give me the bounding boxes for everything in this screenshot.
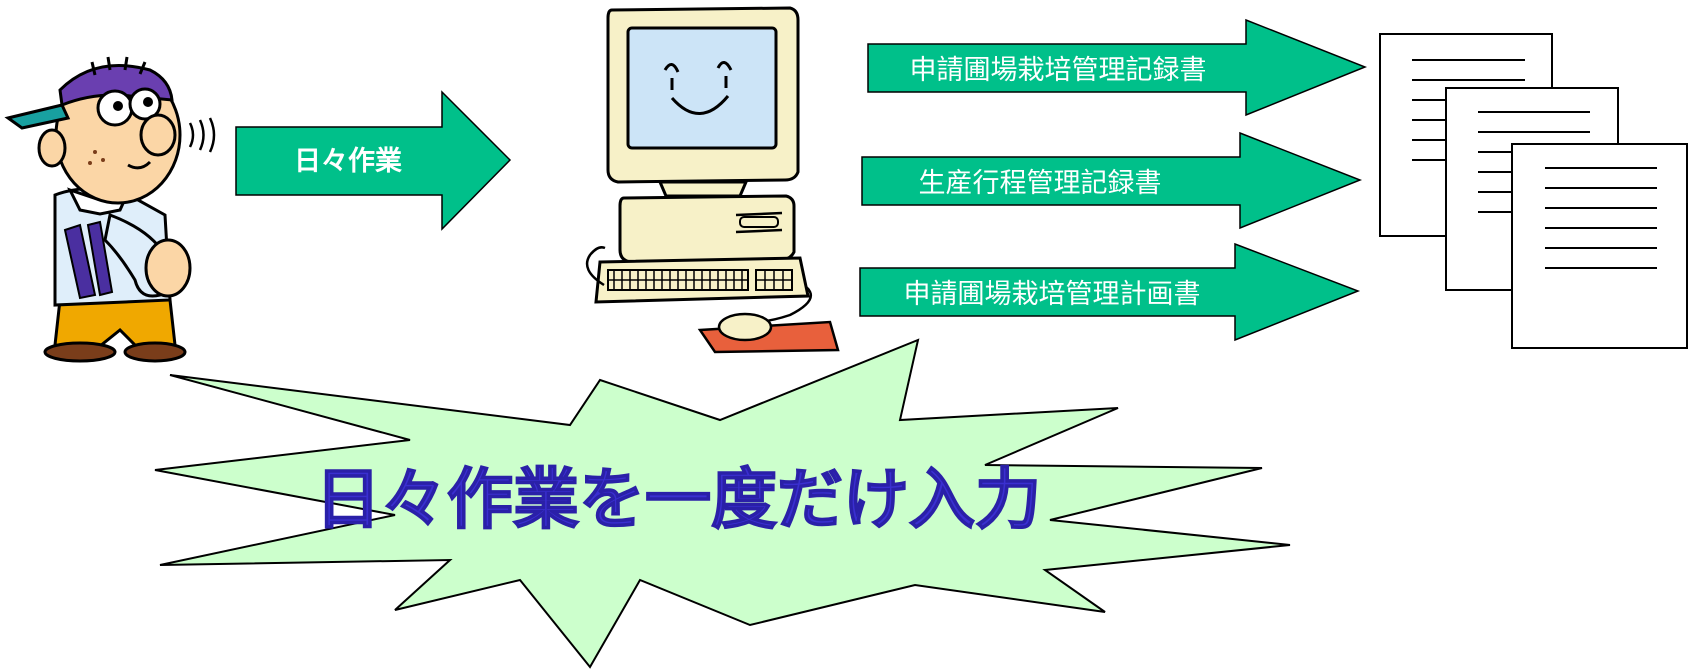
starburst-callout: 日々作業を一度だけ入力 [154,338,1291,669]
smiling-computer-icon [585,6,840,354]
input-arrow-label: 日々作業 [294,146,402,177]
output-arrow-1: 申請圃場栽培管理記録書 [867,18,1368,117]
document-stack-icon [1379,33,1688,349]
input-arrow: 日々作業 [235,90,512,231]
output-arrow-3: 申請圃場栽培管理計画書 [859,242,1361,342]
output-arrow-1-label: 申請圃場栽培管理記録書 [910,55,1207,86]
output-arrow-2-label: 生産行程管理記録書 [919,168,1162,199]
output-arrow-3-label: 申請圃場栽培管理計画書 [904,279,1201,310]
output-arrow-2: 生産行程管理記録書 [861,131,1363,230]
thinking-boy-icon [4,56,216,363]
burst-text: 日々作業を一度だけ入力 [315,461,1041,538]
